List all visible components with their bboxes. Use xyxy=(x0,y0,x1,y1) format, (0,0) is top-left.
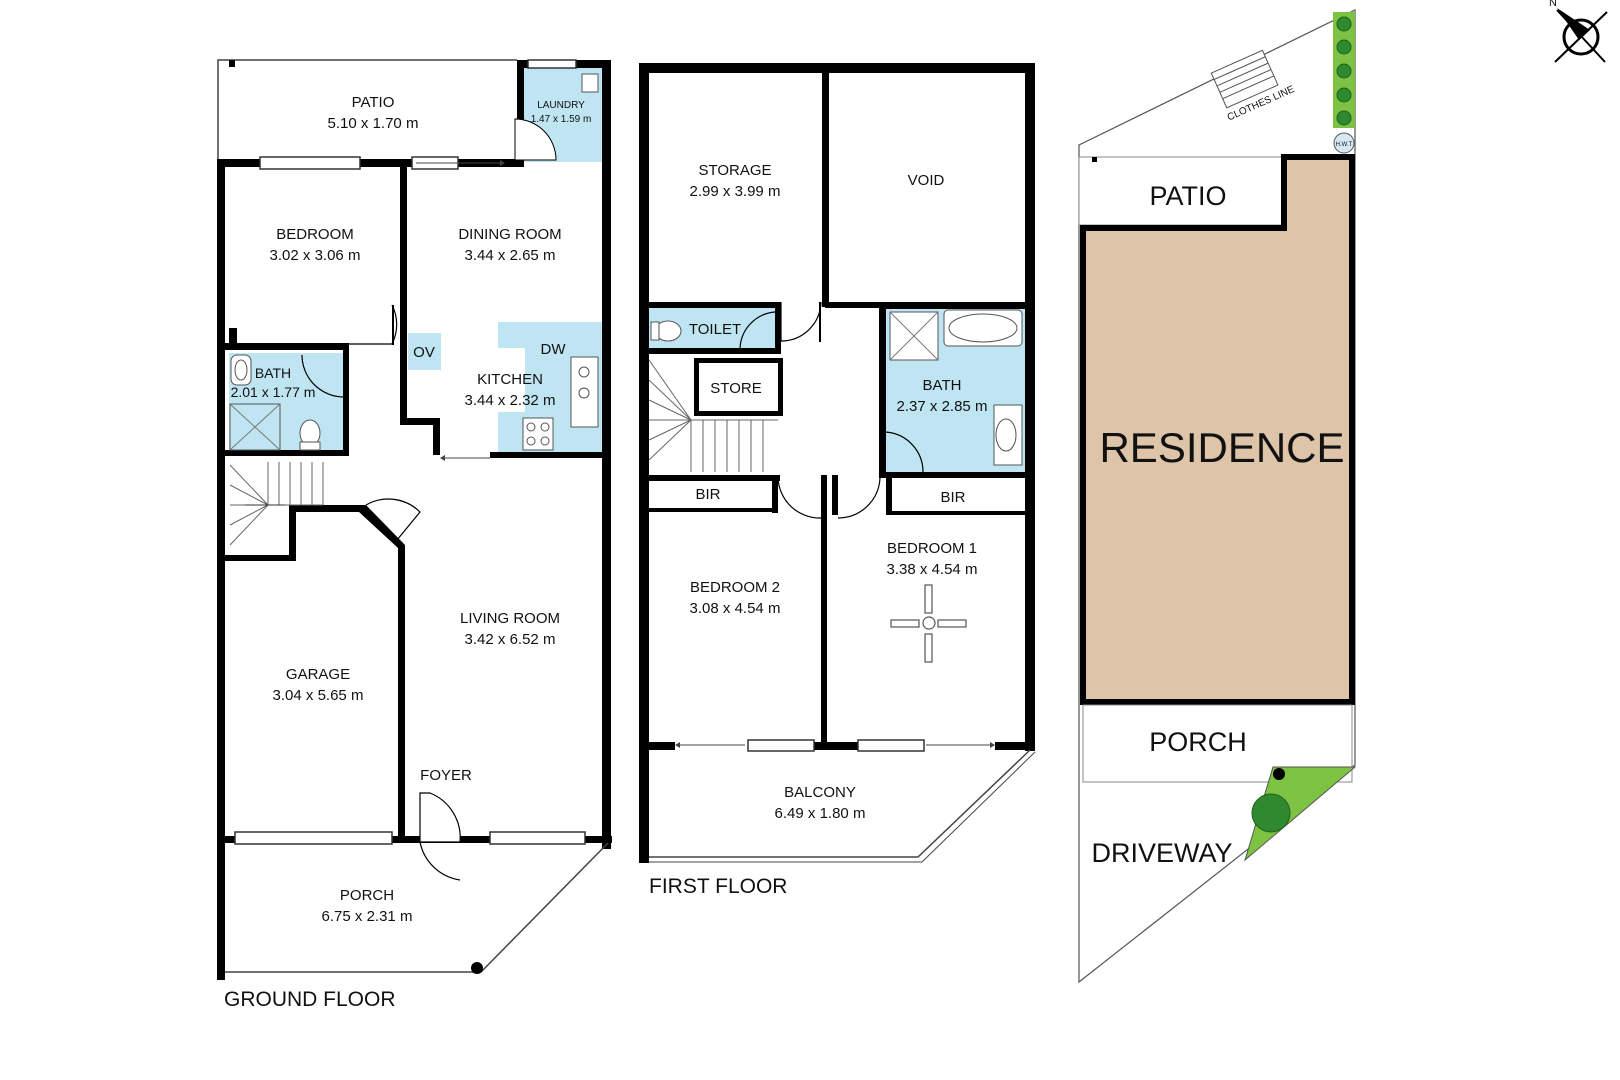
stairs-icon xyxy=(229,462,324,546)
dishwasher-label: DW xyxy=(541,341,567,358)
kitchen-name: KITCHEN xyxy=(477,371,543,388)
ground-floor-title: GROUND FLOOR xyxy=(224,988,396,1011)
ground-bath-size: 2.01 x 1.77 m xyxy=(231,384,316,400)
oven-label: OV xyxy=(413,344,435,361)
tree-icon xyxy=(1336,16,1352,126)
first-floor-stairs-icon xyxy=(648,359,778,472)
first-bath-name: BATH xyxy=(923,377,962,394)
ground-porch-name: PORCH xyxy=(340,887,394,904)
residence-label: RESIDENCE xyxy=(1099,424,1344,471)
foyer-label: FOYER xyxy=(420,767,472,784)
site-plan: H.W.T CLOTHES LINE PATIO RESIDENCE PORCH… xyxy=(1078,0,1608,984)
toilet-label: TOILET xyxy=(689,321,741,338)
void-label: VOID xyxy=(908,172,945,189)
driveway-label: DRIVEWAY xyxy=(1091,838,1232,868)
patio-size: 5.10 x 1.70 m xyxy=(328,115,419,132)
ground-floor-plan: PATIO 5.10 x 1.70 m LAUNDRY 1.47 x 1.59 … xyxy=(217,59,612,1011)
dining-name: DINING ROOM xyxy=(458,226,561,243)
balcony-size: 6.49 x 1.80 m xyxy=(775,805,866,822)
bedroom1-size: 3.38 x 4.54 m xyxy=(887,561,978,578)
garage-name: GARAGE xyxy=(286,666,350,683)
bedroom2-size: 3.08 x 4.54 m xyxy=(690,600,781,617)
bedroom2-name: BEDROOM 2 xyxy=(690,579,780,596)
patio-name: PATIO xyxy=(352,94,395,111)
first-bath-size: 2.37 x 2.85 m xyxy=(897,398,988,415)
bedroom-size: 3.02 x 3.06 m xyxy=(270,247,361,264)
site-porch-label: PORCH xyxy=(1149,727,1247,757)
dining-size: 3.44 x 2.65 m xyxy=(465,247,556,264)
hwt-label: H.W.T xyxy=(1336,142,1353,148)
bedroom-name: BEDROOM xyxy=(276,226,354,243)
ground-porch-size: 6.75 x 2.31 m xyxy=(322,908,413,925)
storage-size: 2.99 x 3.99 m xyxy=(690,183,781,200)
ground-bath-name: BATH xyxy=(255,365,291,381)
bedroom1-name: BEDROOM 1 xyxy=(887,540,977,557)
living-size: 3.42 x 6.52 m xyxy=(465,631,556,648)
ceiling-fan-icon xyxy=(890,584,967,663)
laundry-size: 1.47 x 1.59 m xyxy=(531,114,592,125)
kitchen-size: 3.44 x 2.32 m xyxy=(465,392,556,409)
north-arrow-icon: N xyxy=(1549,0,1608,63)
site-patio-label: PATIO xyxy=(1149,181,1226,211)
garage-size: 3.04 x 5.65 m xyxy=(273,687,364,704)
laundry-name: LAUNDRY xyxy=(537,100,585,111)
balcony-name: BALCONY xyxy=(784,784,856,801)
bir-left-label: BIR xyxy=(695,486,720,503)
first-floor-plan: STORAGE 2.99 x 3.99 m VOID TOILET STORE … xyxy=(639,63,1036,898)
north-label: N xyxy=(1549,0,1557,9)
bir-right-label: BIR xyxy=(940,489,965,506)
storage-name: STORAGE xyxy=(698,162,771,179)
first-floor-title: FIRST FLOOR xyxy=(649,875,787,898)
store-label: STORE xyxy=(710,380,761,397)
clothes-line-icon xyxy=(1210,49,1279,109)
living-name: LIVING ROOM xyxy=(460,610,560,627)
